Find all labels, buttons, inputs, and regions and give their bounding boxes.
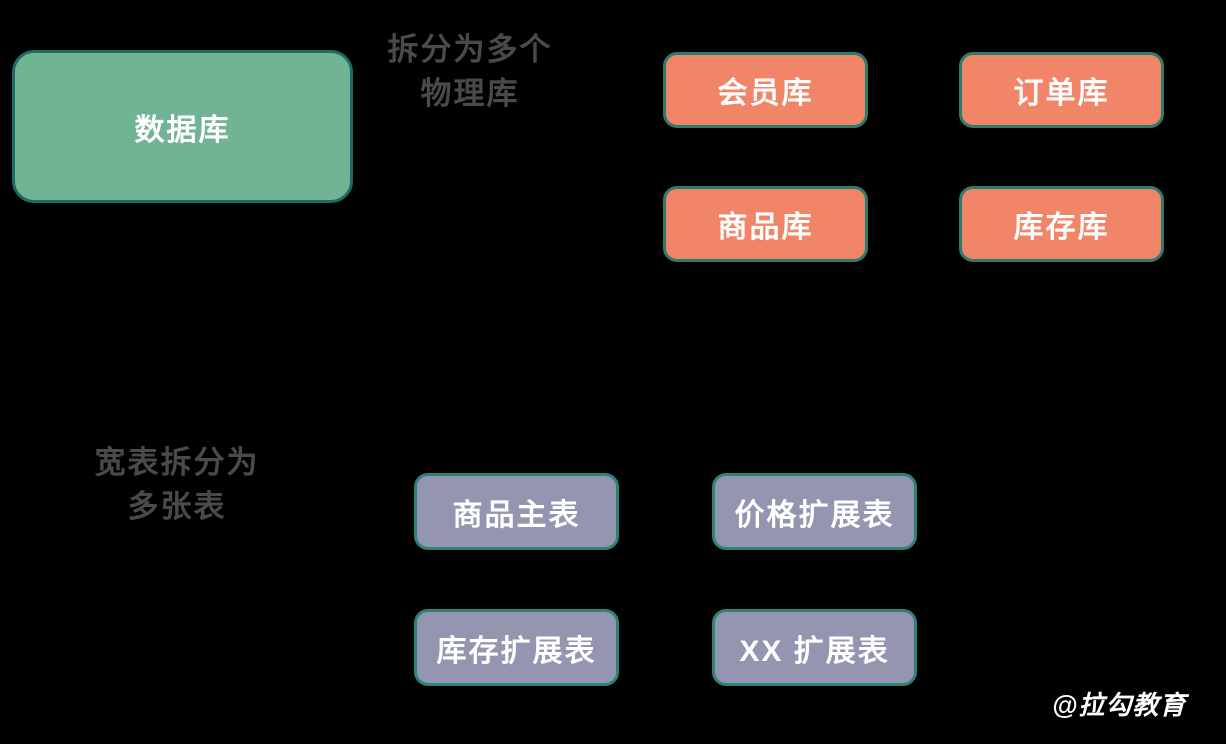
node-stock-extension-table-label: 库存扩展表 (436, 634, 597, 668)
node-product-main-table: 商品主表 (414, 473, 619, 550)
annotation-bottom-line2: 多张表 (127, 489, 227, 524)
node-stock-db: 库存库 (959, 186, 1164, 262)
node-product-db-label: 商品库 (717, 211, 814, 244)
node-order-db: 订单库 (959, 52, 1164, 128)
node-member-db-label: 会员库 (717, 77, 814, 110)
node-product-db: 商品库 (663, 186, 868, 262)
node-price-extension-table-label: 价格扩展表 (734, 498, 895, 532)
annotation-top-line1: 拆分为多个 (387, 32, 553, 67)
watermark-lagou-education: @拉勾教育 (1052, 690, 1187, 720)
node-product-main-table-label: 商品主表 (452, 498, 581, 532)
annotation-split-wide-table: 宽表拆分为 多张表 (77, 441, 277, 529)
node-database-source: 数据库 (12, 50, 353, 203)
node-price-extension-table: 价格扩展表 (712, 473, 917, 550)
node-xx-extension-table: XX 扩展表 (712, 609, 917, 686)
node-order-db-label: 订单库 (1013, 77, 1110, 110)
node-stock-extension-table: 库存扩展表 (414, 609, 619, 686)
annotation-top-line2: 物理库 (420, 76, 520, 111)
node-member-db: 会员库 (663, 52, 868, 128)
node-stock-db-label: 库存库 (1013, 211, 1110, 244)
annotation-bottom-line1: 宽表拆分为 (94, 445, 260, 480)
node-xx-extension-table-label: XX 扩展表 (739, 634, 890, 668)
node-database-source-label: 数据库 (134, 113, 231, 147)
annotation-split-to-physical-dbs: 拆分为多个 物理库 (370, 28, 570, 116)
